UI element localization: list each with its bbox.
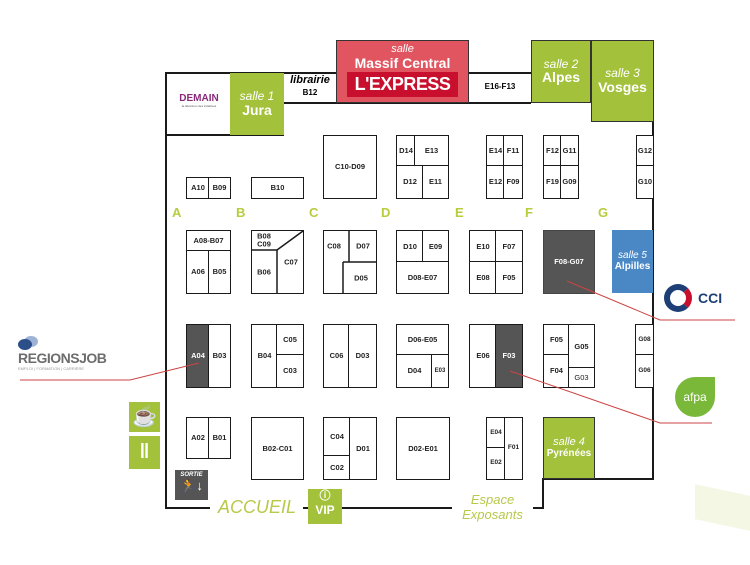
wall-bottom-5 [542,479,544,509]
booth[interactable]: G03 [568,367,595,388]
column-label: B [236,205,246,220]
booth[interactable]: A06 [186,250,210,294]
info-icon: ⓘ [319,490,331,502]
booth[interactable]: E08 [469,261,497,294]
booth[interactable]: E09 [422,230,449,263]
room-massif-central[interactable]: salle Massif Central L'EXPRESS [336,40,469,103]
booth-highlighted[interactable]: F08-G07 [543,230,595,294]
booth[interactable]: D03 [348,324,377,388]
booth[interactable]: F04 [543,354,570,388]
vip-entrance[interactable]: ⓘ VIP [308,489,342,524]
afpa-logo[interactable]: afpa [675,377,715,417]
booth[interactable]: B04 [251,324,278,388]
booth[interactable]: G06 [635,354,654,388]
booth[interactable]: D04 [396,354,433,388]
booth[interactable]: A10 [186,177,210,199]
booth[interactable]: B01 [208,417,231,459]
wall-left [165,72,167,509]
restaurant-icon: ǁ [129,436,160,469]
exit-arrow-icon: 🏃↓ [180,478,203,493]
booth[interactable]: C03 [276,354,304,388]
booth[interactable]: G09 [560,165,579,199]
booth[interactable]: B03 [208,324,231,388]
lexpress-banner: L'EXPRESS [347,72,458,98]
wall-header-bottom2 [283,102,531,104]
booth[interactable]: G10 [636,165,654,199]
column-label: A [172,205,182,220]
librairie[interactable]: librairie B12 [290,74,330,97]
booth[interactable]: F09 [503,165,523,199]
wall-top-right [469,72,531,74]
booth[interactable]: F05 [495,261,523,294]
wall-bottom-1 [165,507,210,509]
cci-logo[interactable]: CCI [664,284,722,312]
booth[interactable]: B02-C01 [251,417,304,480]
wall-header-bottom [165,134,284,136]
booth[interactable]: E11 [422,165,449,199]
booth[interactable]: F05 [543,324,570,356]
wall-bottom-4 [533,507,544,509]
accueil-label: ACCUEIL [218,497,297,517]
column-label: F [525,205,533,220]
booth[interactable]: C07 [284,257,298,267]
exit-sign[interactable]: SORTIE 🏃↓ [175,470,208,500]
booth[interactable]: B09 [208,177,231,199]
booth[interactable]: B06 [257,267,271,277]
booth[interactable]: D07 [356,241,370,251]
booth-divider-lines [251,230,304,294]
booth-highlighted[interactable]: F03 [495,324,523,388]
booth[interactable]: D08-E07 [396,261,449,294]
speech-bubbles-icon [18,336,128,350]
column-label: E [455,205,464,220]
booth-e16-f13[interactable]: E16-F13 [484,82,516,91]
booth[interactable]: C04 [323,417,351,457]
espace-exposants-label: Espace Exposants [462,492,523,522]
booth[interactable]: D05 [354,273,368,283]
booth[interactable]: C02 [323,455,351,480]
cci-emblem-icon [664,284,692,312]
booth-divider-lines [342,230,377,294]
booth[interactable]: D01 [349,417,377,480]
wall-bottom-2 [303,507,309,509]
demain-logo: DEMAIN la télévision des initiatives [179,93,219,108]
wall-right [652,120,654,480]
booth[interactable]: B05 [208,250,231,294]
booth[interactable]: D02-E01 [396,417,450,480]
booth[interactable]: D06-E05 [396,324,449,356]
booth[interactable]: B08 C09 [257,231,271,248]
wall-bottom-3 [342,507,452,509]
booth[interactable]: C10-D09 [323,135,377,199]
column-label: G [598,205,609,220]
booth[interactable]: B10 [251,177,304,199]
booth[interactable]: E03 [431,354,449,388]
booth[interactable]: G05 [568,324,595,369]
coffee-icon: ☕ [129,402,160,432]
regionsjob-logo[interactable]: REGIONSJOB EMPLOI | FORMATION | CARRIÈRE [18,336,128,371]
booth[interactable]: A02 [186,417,210,459]
booth[interactable]: C08 [327,241,341,251]
booth[interactable]: E06 [469,324,497,388]
column-label: C [309,205,319,220]
column-label: D [381,205,391,220]
booth[interactable]: C05 [276,324,304,356]
booth[interactable]: F01 [504,417,523,480]
wall-bottom-6 [542,478,654,480]
